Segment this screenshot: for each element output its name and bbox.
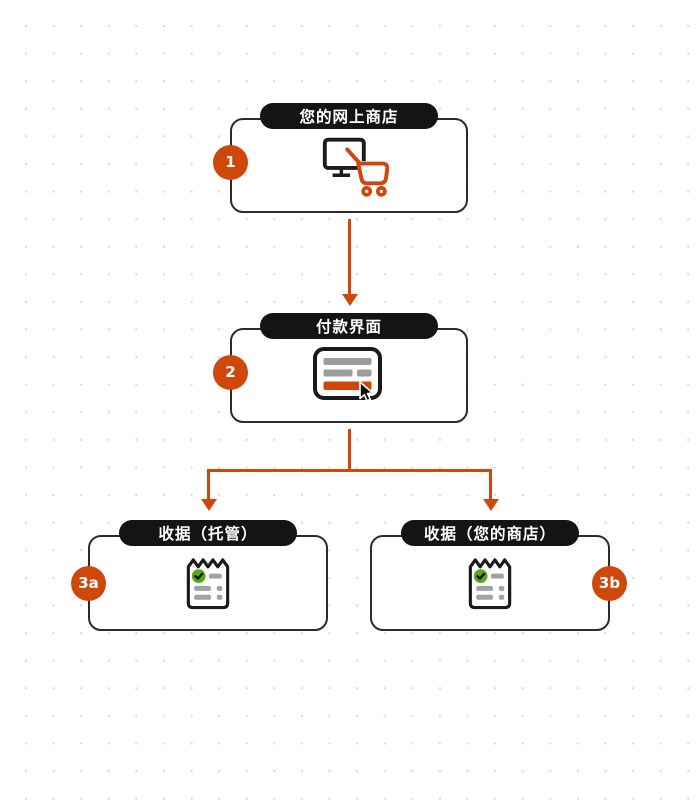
arrow-down-icon <box>482 499 499 511</box>
node-online-store: 您的网上商店 1 <box>213 103 468 213</box>
node-label: 付款界面 <box>260 313 438 339</box>
connector-branch-horizontal <box>206 468 492 472</box>
node-payment-interface: 付款界面 2 <box>213 313 468 423</box>
node-receipt-hosted: 收据（托管） 3a <box>71 520 328 631</box>
connector-store-to-payment <box>347 219 351 295</box>
step-badge: 2 <box>213 354 248 390</box>
payment-form-cursor-icon <box>232 330 466 421</box>
step-badge: 3a <box>71 565 106 601</box>
monitor-cart-icon <box>232 120 466 211</box>
step-badge: 1 <box>213 144 248 180</box>
receipt-check-icon <box>372 537 608 629</box>
connector-branch-left <box>206 469 210 500</box>
node-label: 收据（托管） <box>119 520 297 546</box>
connector-branch-right <box>488 469 492 500</box>
receipt-check-icon <box>90 537 326 629</box>
arrow-down-icon <box>200 499 217 511</box>
node-label: 您的网上商店 <box>260 103 438 129</box>
node-receipt-your-store: 收据（您的商店） 3b <box>370 520 627 631</box>
arrow-down-icon <box>341 294 358 306</box>
connector-payment-stem <box>347 429 351 471</box>
node-label: 收据（您的商店） <box>401 520 579 546</box>
step-badge: 3b <box>592 565 627 601</box>
